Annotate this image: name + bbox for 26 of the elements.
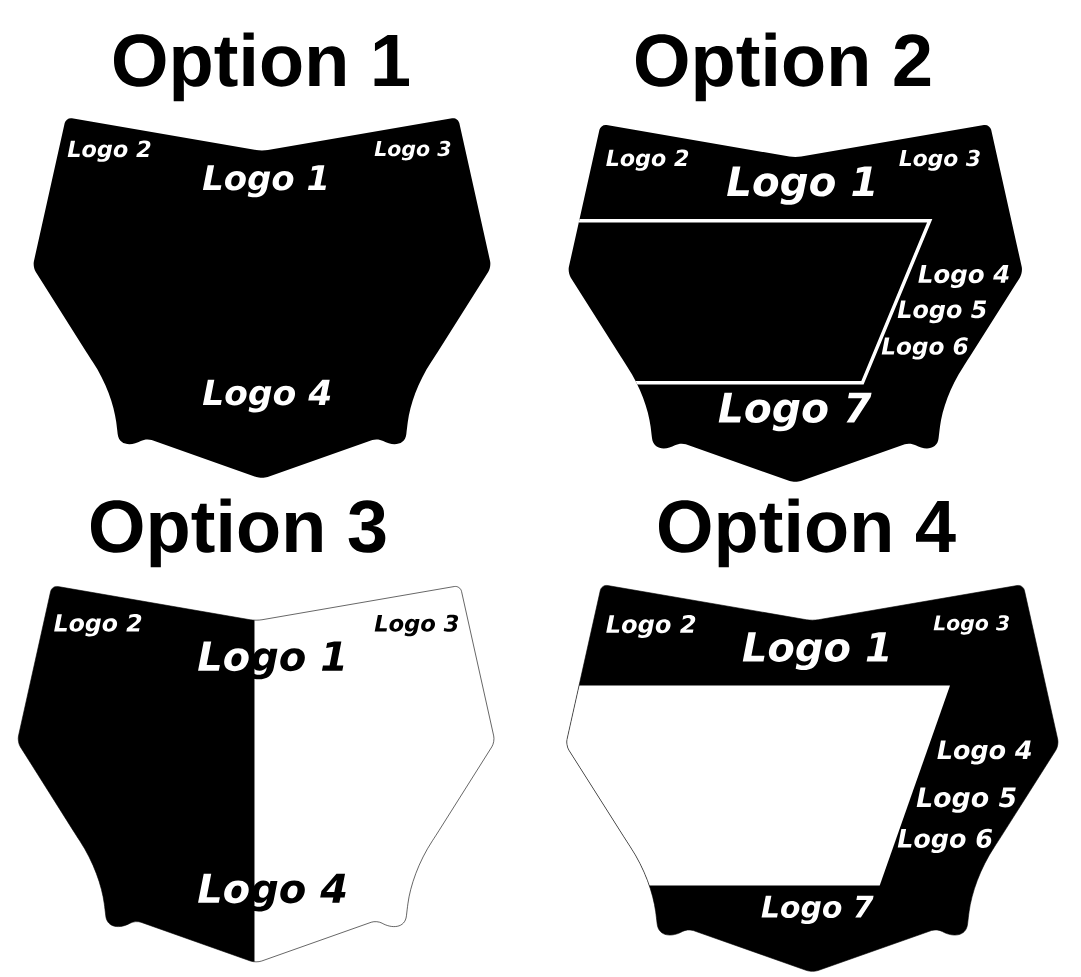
- placeholder-label: Logo 2: [606, 149, 689, 171]
- placeholder-label: Logo 2: [67, 140, 151, 162]
- placeholder-label: Logo 3: [374, 140, 451, 161]
- heading: Option 3: [91, 498, 386, 568]
- heading: Option 4: [659, 498, 956, 568]
- placeholder-label: Logo 3: [933, 615, 1009, 635]
- placeholder-label: Logo 1: [202, 165, 327, 198]
- placeholder-label: Logo 6: [881, 337, 968, 360]
- placeholder-label: Logo 5: [897, 300, 987, 324]
- placeholder-label: Logo 1: [198, 641, 344, 680]
- placeholder-label: Logo 1: [742, 632, 889, 671]
- placeholder-label: Logo 7: [718, 392, 872, 432]
- placeholder-label: Logo 4: [202, 379, 331, 413]
- heading: Option 2: [636, 32, 931, 102]
- placeholder-label: Logo 4: [937, 740, 1032, 765]
- placeholder-label: Logo 3: [374, 614, 459, 637]
- placeholder-label: Logo 2: [54, 613, 142, 637]
- placeholder-label: Logo 7: [761, 895, 874, 925]
- placeholder-label: Logo 1: [727, 166, 874, 205]
- placeholder-label: Logo 3: [899, 149, 980, 171]
- placeholder-label: Logo 4: [198, 873, 346, 912]
- placeholder-label: Logo 2: [606, 614, 696, 638]
- placeholder-label: Logo 5: [916, 787, 1016, 813]
- heading: Option 1: [114, 32, 409, 102]
- placeholder-label: Logo 6: [897, 828, 993, 854]
- placeholder-label: Logo 4: [918, 264, 1009, 289]
